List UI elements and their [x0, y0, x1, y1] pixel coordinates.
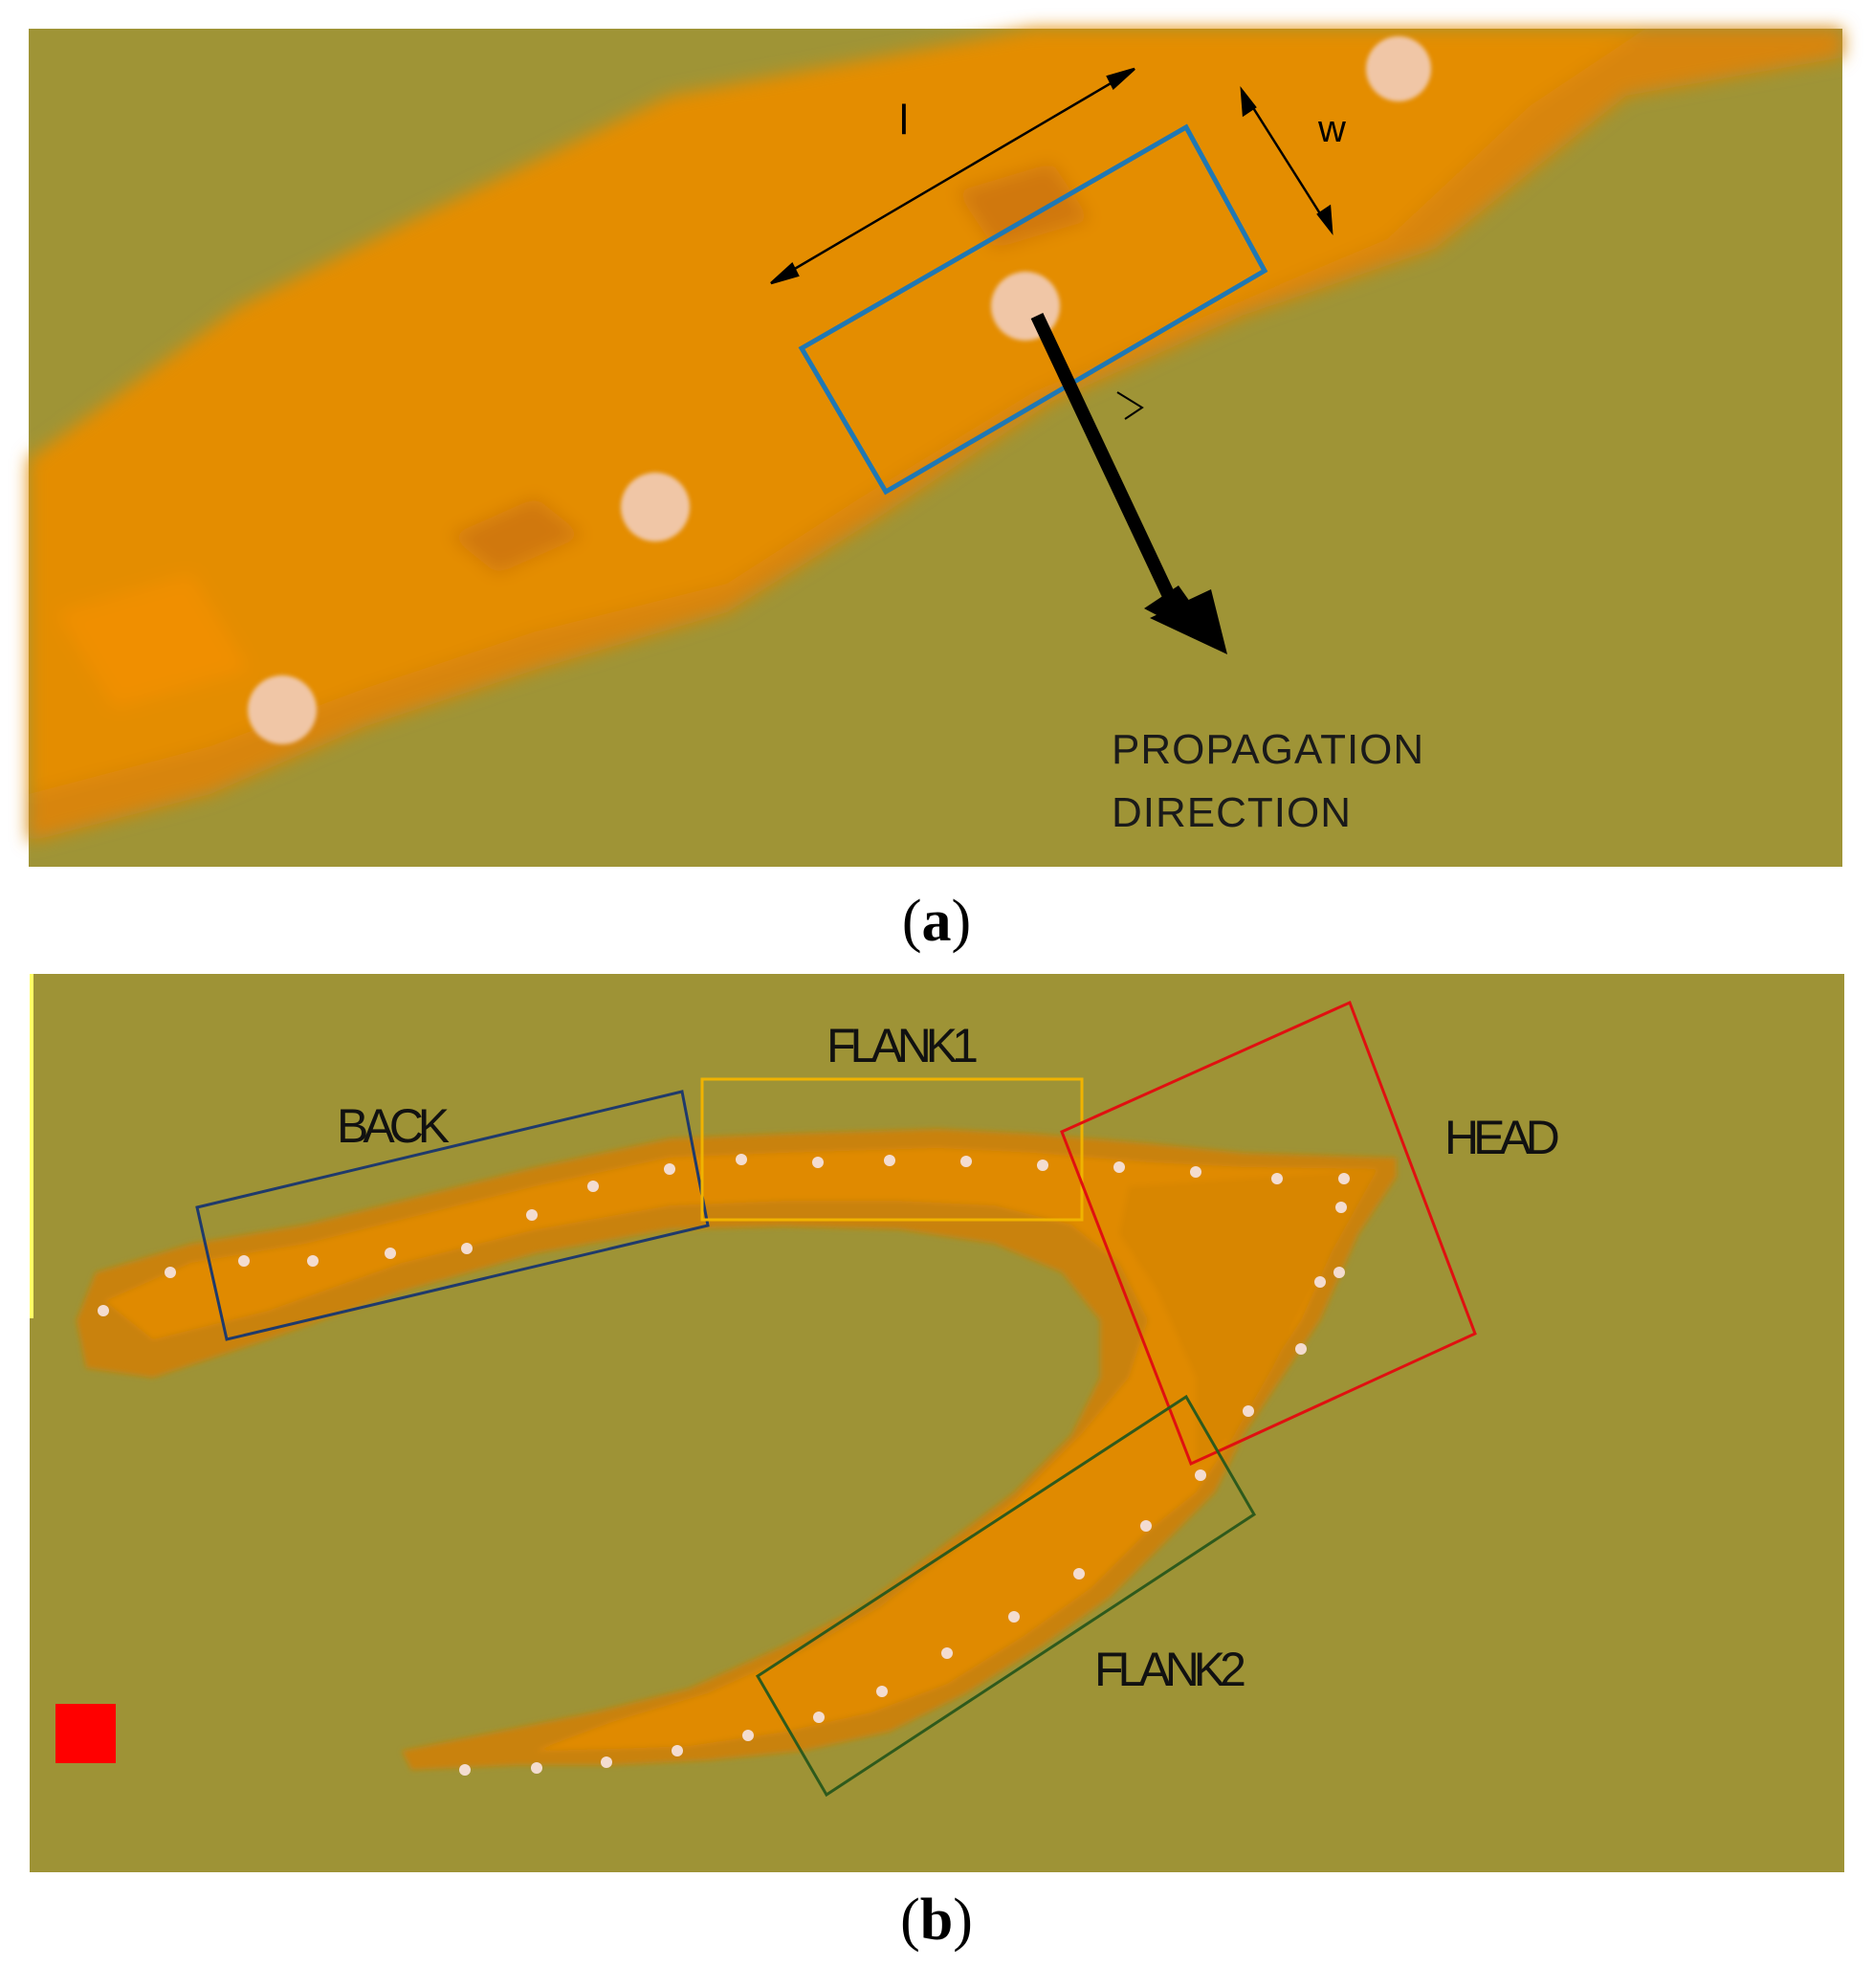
flank2-region-box: [755, 1394, 1257, 1798]
ember-dot: [1366, 36, 1431, 101]
propagation-arrow: [1030, 313, 1227, 654]
caption-b: (b): [900, 1888, 973, 1953]
back-region-box: [195, 1090, 710, 1341]
propagation-label-line2: DIRECTION: [1112, 789, 1352, 836]
cell-rectangle: [798, 123, 1268, 496]
right-angle-mark: [1116, 391, 1144, 420]
flank2-label: FLANK2: [1094, 1643, 1245, 1696]
caption-a: (a): [901, 889, 972, 954]
back-label: BACK: [337, 1099, 450, 1153]
width-label: w: [1317, 108, 1346, 150]
panel-b-left-edge: [30, 974, 33, 1318]
red-square-marker: [55, 1704, 116, 1763]
length-arrow: [770, 67, 1135, 285]
propagation-label-line1: PROPAGATION: [1112, 726, 1424, 773]
panel-a-diagram: l w PROPAGATION DIRECTION: [29, 29, 1842, 867]
panel-b-fire-shape: [77, 1129, 1397, 1770]
flank1-region-box: [700, 1077, 1084, 1222]
panel-b-background: [30, 974, 1844, 1872]
flank1-label: FLANK1: [826, 1019, 977, 1072]
head-region-box: [1060, 1000, 1477, 1467]
head-label: HEAD: [1444, 1111, 1558, 1164]
ember-dot: [621, 473, 690, 541]
ember-dot: [248, 675, 317, 744]
length-label: l: [899, 97, 909, 144]
width-arrow: [1240, 85, 1333, 236]
ember-dots: [98, 1154, 1350, 1776]
